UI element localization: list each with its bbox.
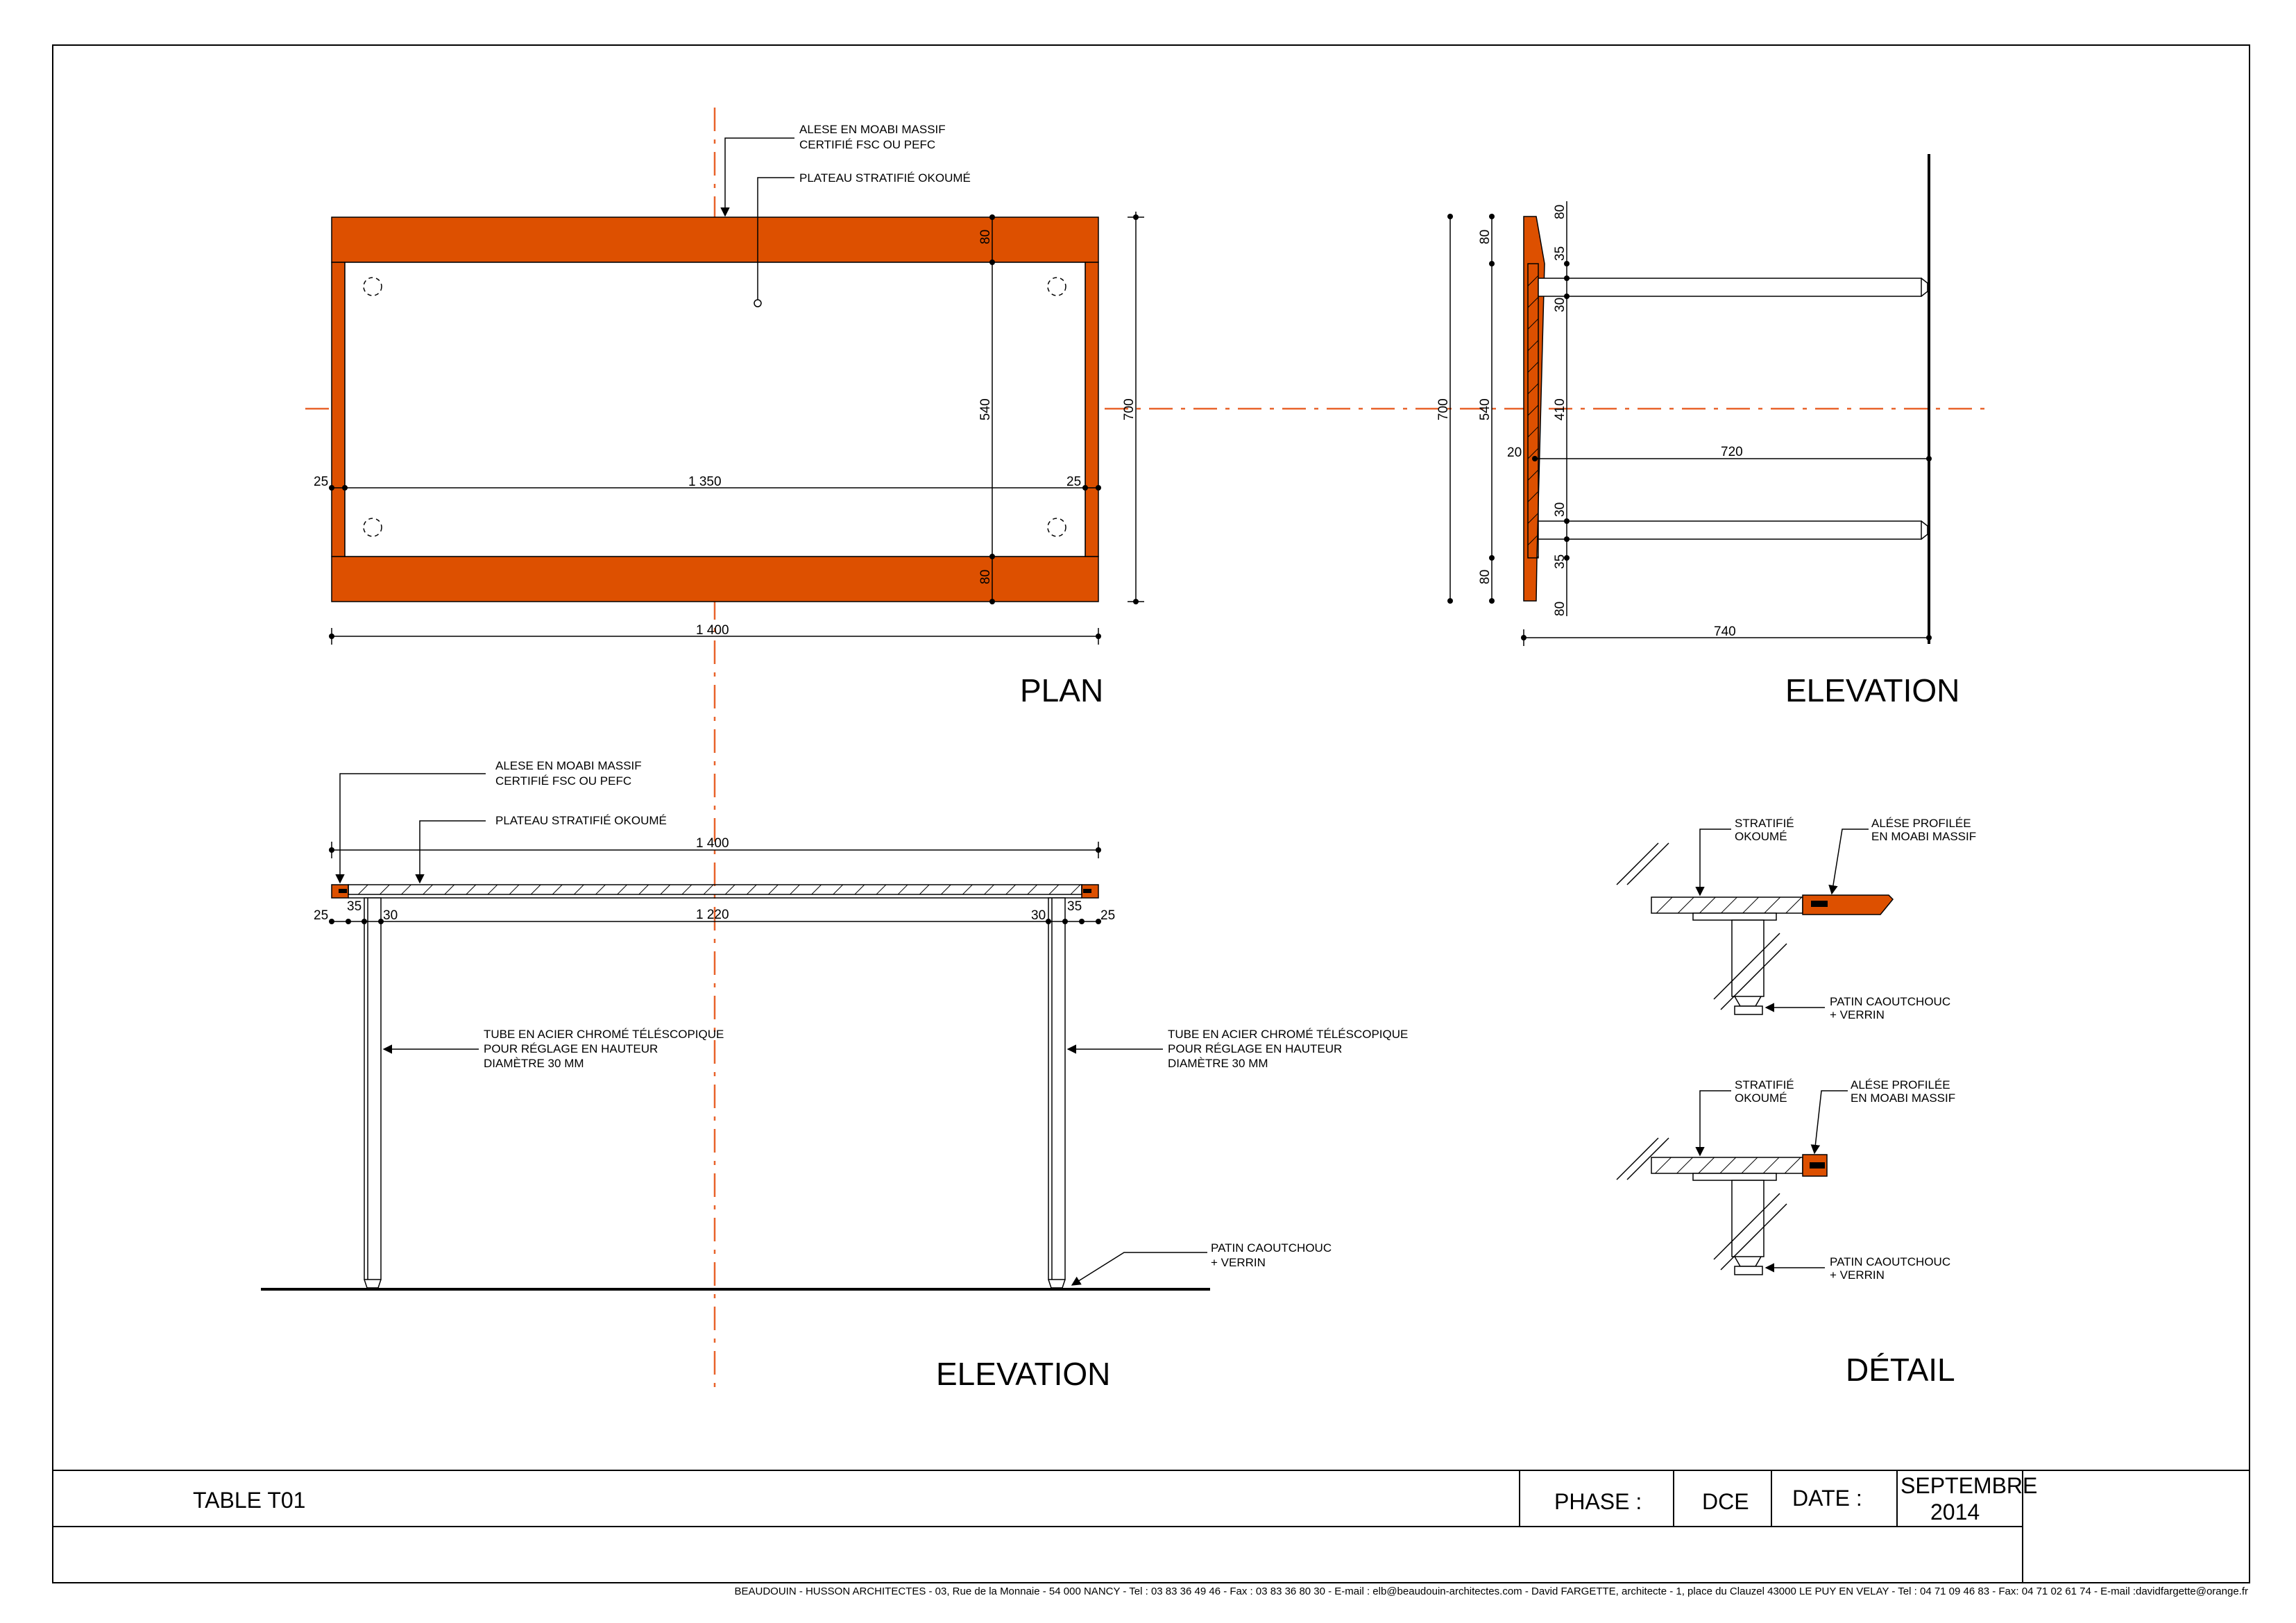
detail-b-alese-1: ALÉSE PROFILÉE (1851, 1078, 1950, 1091)
plan-dim-band-bottom: 80 (978, 570, 993, 584)
plan-alese-right (1085, 262, 1099, 557)
detail-b-alese-2: EN MOABI MASSIF (1851, 1091, 1955, 1105)
detail-b-patin-2: + VERRIN (1830, 1268, 1885, 1282)
side-dim-r-80-top: 80 (1553, 205, 1567, 219)
plan-alese-left (331, 262, 346, 557)
phase-label: PHASE : (1554, 1489, 1642, 1514)
detail-b-patin-1: PATIN CAOUTCHOUC (1830, 1255, 1950, 1268)
front-patin-1: PATIN CAOUTCHOUC (1211, 1241, 1332, 1255)
plan-dim-total-width: 1 400 (696, 623, 729, 638)
side-dim-20: 20 (1507, 445, 1522, 460)
plan-callout-alese-2: CERTIFIÉ FSC OU PEFC (799, 138, 935, 151)
detail-b-stratifie-1: STRATIFIÉ (1735, 1078, 1794, 1091)
title-block: TABLE T01 PHASE : DCE DATE : SEPTEMBRE 2… (53, 1470, 2250, 1597)
front-dim-35-right: 35 (1067, 899, 1082, 914)
phase-value: DCE (1702, 1489, 1749, 1514)
front-callout-alese-1: ALESE EN MOABI MASSIF (495, 759, 642, 772)
detail-a-alese-1: ALÉSE PROFILÉE (1871, 817, 1971, 830)
date-label: DATE : (1792, 1486, 1862, 1511)
side-elevation-view: 700 80 540 80 80 35 30 410 30 35 80 20 7… (1436, 154, 1959, 708)
project-name: TABLE T01 (193, 1488, 305, 1513)
front-dim-35-left: 35 (347, 899, 362, 914)
front-tube-left-2: POUR RÉGLAGE EN HAUTEUR (484, 1042, 658, 1055)
front-patin-2: + VERRIN (1211, 1256, 1266, 1269)
detail-b-plateau (1651, 1157, 1803, 1174)
front-tube-right-2: POUR RÉGLAGE EN HAUTEUR (1168, 1042, 1342, 1055)
detail-a-stratifie-2: OKOUMÉ (1735, 830, 1787, 843)
plan-dim-band-top: 80 (978, 230, 993, 244)
sheet-border (52, 44, 2250, 1583)
front-callout-alese-2: CERTIFIÉ FSC OU PEFC (495, 774, 631, 788)
leg-marker-icon (363, 277, 1066, 537)
detail-b-stratifie-2: OKOUMÉ (1735, 1091, 1787, 1105)
side-dim-720: 720 (1721, 445, 1743, 459)
detail-a-stratifie-1: STRATIFIÉ (1735, 817, 1794, 830)
front-callout-plateau: PLATEAU STRATIFIÉ OKOUMÉ (495, 814, 667, 827)
detail-a-leg (1731, 919, 1764, 997)
front-leg-right (1048, 897, 1066, 1280)
front-tube-left-1: TUBE EN ACIER CHROMÉ TÉLÉSCOPIQUE (484, 1028, 724, 1041)
side-dim-740: 740 (1714, 624, 1736, 639)
detail-title: DÉTAIL (1846, 1352, 1955, 1388)
front-leg-left (364, 897, 382, 1280)
plan-dim-inner-width: 1 350 (688, 475, 722, 489)
front-dim-30-right: 30 (1031, 908, 1046, 923)
side-dim-r-35-bottom: 35 (1553, 554, 1567, 569)
detail-a-alese (1802, 894, 1894, 915)
front-dim-inner: 1 220 (696, 908, 729, 922)
side-dim-r-35-top: 35 (1553, 246, 1567, 261)
side-plateau-section (1527, 263, 1539, 559)
plan-callout-alese-1: ALESE EN MOABI MASSIF (799, 123, 946, 136)
detail-b-leg (1731, 1180, 1764, 1257)
side-dim-r-30-bottom: 30 (1553, 502, 1567, 517)
side-elevation-title: ELEVATION (1785, 672, 1959, 708)
side-dim-r-80-bottom: 80 (1553, 602, 1567, 616)
front-dim-total: 1 400 (696, 836, 729, 851)
front-tube-left-3: DIAMÈTRE 30 MM (484, 1057, 584, 1070)
side-dim-80-top: 80 (1478, 230, 1493, 244)
detail-a: STRATIFIÉ OKOUMÉ ALÉSE PROFILÉE EN MOABI… (1616, 817, 1976, 1021)
plan-callout-plateau: PLATEAU STRATIFIÉ OKOUMÉ (799, 171, 971, 185)
front-dim-30-left: 30 (383, 908, 398, 923)
front-elevation-view: ALESE EN MOABI MASSIF CERTIFIÉ FSC OU PE… (261, 759, 1408, 1392)
side-dim-r-410: 410 (1553, 398, 1567, 420)
plan-alese-top (331, 216, 1099, 263)
plan-view: ALESE EN MOABI MASSIF CERTIFIÉ FSC OU PE… (314, 123, 1144, 708)
front-dim-25-left: 25 (314, 908, 328, 923)
date-month: SEPTEMBRE (1900, 1473, 2037, 1498)
detail-a-patin-1: PATIN CAOUTCHOUC (1830, 995, 1950, 1008)
detail-a-alese-2: EN MOABI MASSIF (1871, 830, 1976, 843)
plan-dim-edge-right: 25 (1066, 475, 1081, 489)
date-year: 2014 (1930, 1499, 1980, 1524)
plan-dim-depth: 700 (1122, 398, 1137, 420)
front-elevation-title: ELEVATION (936, 1356, 1110, 1392)
detail-a-plateau (1651, 897, 1803, 914)
plan-dim-inner-depth: 540 (978, 398, 993, 420)
plan-title: PLAN (1020, 672, 1103, 708)
side-dim-700: 700 (1436, 398, 1451, 420)
front-dim-25-right: 25 (1100, 908, 1115, 923)
front-tube-right-1: TUBE EN ACIER CHROMÉ TÉLÉSCOPIQUE (1168, 1028, 1408, 1041)
side-dim-540: 540 (1478, 398, 1493, 420)
detail-b: STRATIFIÉ OKOUMÉ ALÉSE PROFILÉE EN MOABI… (1616, 1078, 1955, 1388)
plan-plateau (344, 262, 1086, 557)
side-dim-80-bottom: 80 (1478, 570, 1493, 584)
footer-address: BEAUDOUIN - HUSSON ARCHITECTES - 03, Rue… (734, 1586, 2248, 1597)
front-tube-right-3: DIAMÈTRE 30 MM (1168, 1057, 1268, 1070)
detail-a-patin-2: + VERRIN (1830, 1008, 1885, 1021)
side-dim-r-30-top: 30 (1553, 298, 1567, 312)
side-leg-bottom (1538, 520, 1922, 540)
front-plateau-section (348, 884, 1082, 895)
plan-dim-edge-left: 25 (314, 475, 328, 489)
side-leg-top (1538, 278, 1922, 297)
